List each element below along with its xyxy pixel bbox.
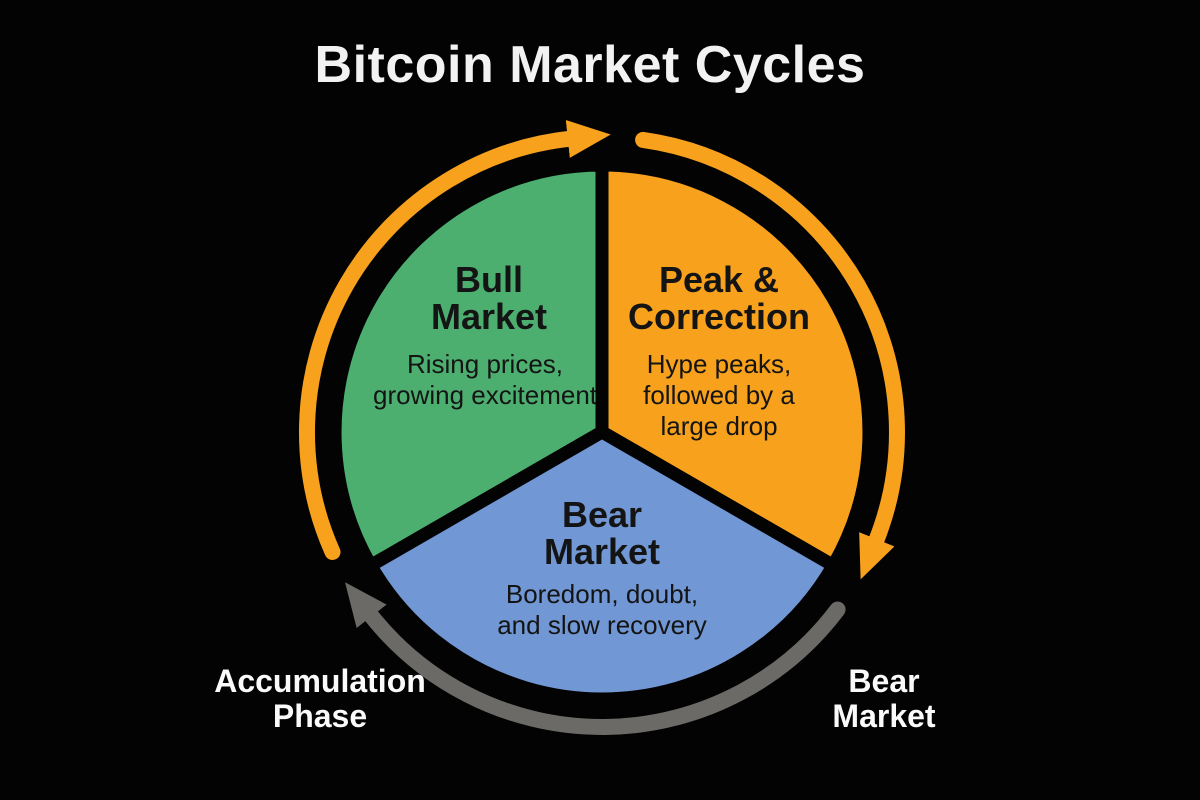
slice-title-line: Peak &: [659, 259, 779, 300]
bear-market-slice: Bear Market Boredom, doubt, and slow rec…: [364, 425, 840, 706]
slice-title-line: Correction: [628, 296, 810, 337]
outer-label-line: Accumulation: [214, 663, 426, 699]
slice-title-line: Bull: [455, 259, 523, 300]
outer-label-line: Market: [832, 698, 936, 734]
outer-label-line: Bear: [848, 663, 919, 699]
slice-desc-line: and slow recovery: [497, 610, 707, 640]
slice-title-line: Market: [544, 531, 660, 572]
diagram-title: Bitcoin Market Cycles: [315, 36, 866, 94]
slice-title-line: Market: [431, 296, 547, 337]
slice-desc-line: large drop: [660, 411, 777, 441]
label-accumulation-phase: Accumulation Phase: [214, 663, 426, 734]
slice-desc-line: Boredom, doubt,: [506, 579, 698, 609]
slice-desc-line: followed by a: [643, 380, 795, 410]
outer-label-line: Phase: [273, 698, 367, 734]
label-bear-market: Bear Market: [832, 663, 936, 734]
cycle-arrow-bottom: [345, 582, 846, 735]
bear-market-wedge: [364, 425, 840, 706]
cycle-arrow-left-to-top: [299, 120, 611, 560]
cycle-arrow-top-to-right: [635, 131, 905, 580]
slice-title-line: Bear: [562, 494, 642, 535]
slice-desc-line: growing excitement: [373, 380, 598, 410]
slice-desc-line: Hype peaks,: [647, 349, 792, 379]
slice-desc-line: Rising prices,: [407, 349, 563, 379]
